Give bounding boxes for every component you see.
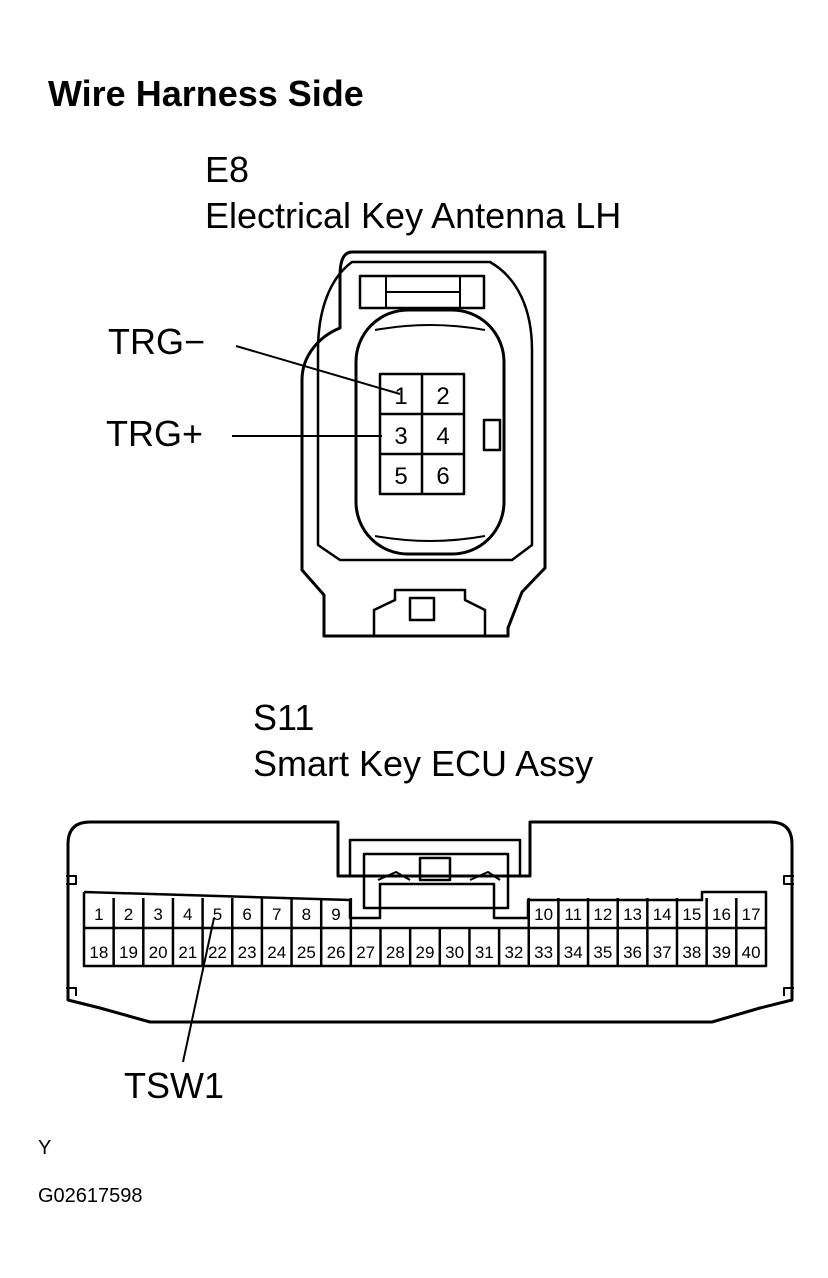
s11-pin-31: 31 [475, 943, 494, 962]
s11-pin-37: 37 [653, 943, 672, 962]
s11-pin-13: 13 [623, 905, 642, 924]
s11-pin-5: 5 [213, 905, 222, 924]
s11-pin-20: 20 [149, 943, 168, 962]
e8-connector-name: Electrical Key Antenna LH [205, 195, 622, 236]
s11-pin-grid [84, 898, 766, 966]
tsw1-leader [182, 917, 215, 1063]
s11-connector-code: S11 [253, 697, 315, 738]
e8-pin-5: 5 [394, 463, 407, 490]
s11-connector-name: Smart Key ECU Assy [253, 743, 594, 784]
s11-pin-23: 23 [238, 943, 257, 962]
s11-pin-7: 7 [272, 905, 281, 924]
figure-id: G02617598 [38, 1185, 143, 1207]
s11-pin-26: 26 [327, 943, 346, 962]
s11-pin-15: 15 [682, 905, 701, 924]
s11-pin-38: 38 [682, 943, 701, 962]
e8-pin-3: 3 [394, 423, 407, 450]
s11-pin-27: 27 [356, 943, 375, 962]
s11-pin-30: 30 [445, 943, 464, 962]
s11-pin-39: 39 [712, 943, 731, 962]
e8-pin-2: 2 [436, 383, 449, 410]
s11-pin-2: 2 [124, 905, 133, 924]
s11-pin-8: 8 [302, 905, 311, 924]
e8-connector-code: E8 [205, 149, 250, 190]
s11-pin-18: 18 [89, 943, 108, 962]
s11-pin-36: 36 [623, 943, 642, 962]
s11-pin-24: 24 [267, 943, 286, 962]
s11-pin-6: 6 [242, 905, 251, 924]
trg-minus-label: TRG− [108, 321, 206, 362]
s11-pin-1: 1 [94, 905, 103, 924]
s11-pin-11: 11 [564, 905, 582, 924]
s11-pin-40: 40 [742, 943, 761, 962]
s11-pin-17: 17 [742, 905, 761, 924]
trg-minus-leader [235, 345, 401, 395]
page-title: Wire Harness Side [48, 73, 364, 114]
s11-pin-32: 32 [504, 943, 523, 962]
e8-pin-labels: 1 2 3 4 5 6 [394, 383, 449, 490]
s11-pin-3: 3 [153, 905, 162, 924]
e8-pin-1: 1 [394, 383, 407, 410]
e8-pin-6: 6 [436, 463, 449, 490]
s11-pin-33: 33 [534, 943, 553, 962]
s11-pin-22: 22 [208, 943, 227, 962]
s11-pin-16: 16 [712, 905, 731, 924]
trg-plus-label: TRG+ [106, 413, 204, 454]
s11-pin-29: 29 [416, 943, 435, 962]
e8-pin-4: 4 [436, 423, 449, 450]
e8-pin-grid [378, 372, 466, 496]
s11-pin-19: 19 [119, 943, 138, 962]
figure-letter: Y [38, 1137, 52, 1159]
s11-pin-25: 25 [297, 943, 316, 962]
s11-pin-28: 28 [386, 943, 405, 962]
s11-pin-12: 12 [593, 905, 612, 924]
s11-pin-4: 4 [183, 905, 192, 924]
s11-pin-21: 21 [178, 943, 197, 962]
s11-pin-14: 14 [653, 905, 672, 924]
s11-pin-9: 9 [331, 905, 340, 924]
s11-pin-34: 34 [564, 943, 583, 962]
s11-pin-10: 10 [534, 905, 553, 924]
s11-pin-35: 35 [593, 943, 612, 962]
e8-connector-body [300, 250, 547, 638]
tsw1-label: TSW1 [124, 1065, 225, 1106]
